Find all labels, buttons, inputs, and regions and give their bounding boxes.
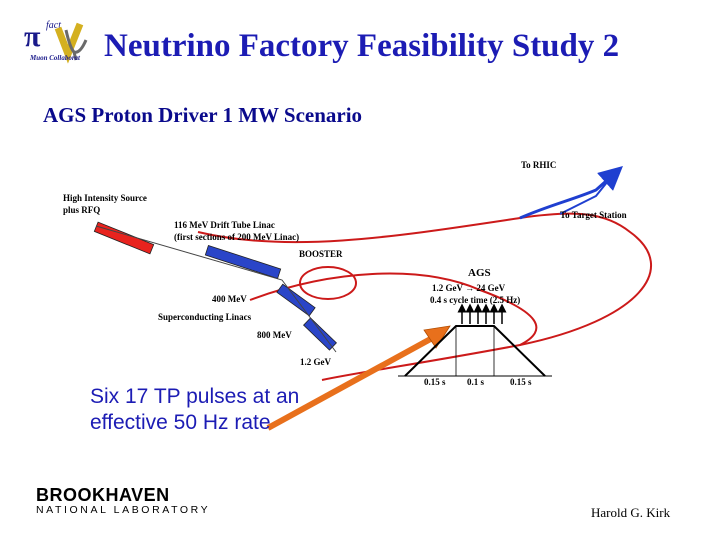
linac-beamline xyxy=(95,225,337,353)
label-booster: BOOSTER xyxy=(299,249,343,259)
sc-linac-magnet-1 xyxy=(276,283,316,317)
label-time-flat: 0.1 s xyxy=(467,377,485,387)
booster-ring xyxy=(299,266,357,300)
source-rfq-magnet xyxy=(93,221,155,255)
pi-symbol-icon: π xyxy=(24,20,41,53)
label-ags-cycle: 0.4 s cycle time (2.5 Hz) xyxy=(430,295,521,305)
label-source-line2: plus RFQ xyxy=(63,205,101,215)
nu-mu-logo-icon xyxy=(54,22,88,64)
muon-collaboration-logo: π fact Muon Collaborat xyxy=(24,14,98,70)
label-linac-line1: 116 MeV Drift Tube Linac xyxy=(174,220,275,230)
pulse-note-line2: effective 50 Hz rate xyxy=(90,411,271,434)
ags-ring xyxy=(197,212,652,381)
label-to-rhic: To RHIC xyxy=(521,160,557,170)
target-line-extension xyxy=(598,195,620,200)
label-400mev: 400 MeV xyxy=(212,294,247,304)
page-title: Neutrino Factory Feasibility Study 2 xyxy=(104,28,620,64)
logo-collab-text: Muon Collaborat xyxy=(30,54,80,62)
pulse-note-line1: Six 17 TP pulses at an xyxy=(90,385,300,408)
page-subtitle: AGS Proton Driver 1 MW Scenario xyxy=(43,103,363,127)
label-ags-energy: 1.2 GeV → 24 GeV xyxy=(432,283,506,293)
label-sc-linacs: Superconducting Linacs xyxy=(158,312,252,322)
logo-fact-text: fact xyxy=(46,20,61,31)
author-name: Harold G. Kirk xyxy=(591,505,671,520)
label-time-ramp-down: 0.15 s xyxy=(510,377,532,387)
pulse-note: Six 17 TP pulses at an effective 50 Hz r… xyxy=(90,384,299,436)
injection-arrow xyxy=(266,325,451,431)
label-ags: AGS xyxy=(468,267,491,279)
ags-ring-inner xyxy=(249,272,538,346)
brookhaven-logo: BROOKHAVEN NATIONAL LABORATORY xyxy=(36,486,210,516)
label-source-line1: High Intensity Source xyxy=(63,193,147,203)
label-linac-line2: (first sections of 200 MeV Linac) xyxy=(174,232,300,242)
brookhaven-sub: NATIONAL LABORATORY xyxy=(36,504,211,516)
brookhaven-name: BROOKHAVEN xyxy=(36,485,170,505)
label-800mev: 800 MeV xyxy=(257,330,292,340)
rhic-line xyxy=(519,166,623,220)
label-1-2gev: 1.2 GeV xyxy=(300,357,331,367)
label-time-ramp-up: 0.15 s xyxy=(424,377,446,387)
ags-cycle-plot xyxy=(398,303,552,377)
drift-tube-linac-magnet xyxy=(204,244,282,280)
label-to-target: To Target Station xyxy=(560,210,627,220)
target-line xyxy=(559,175,613,215)
